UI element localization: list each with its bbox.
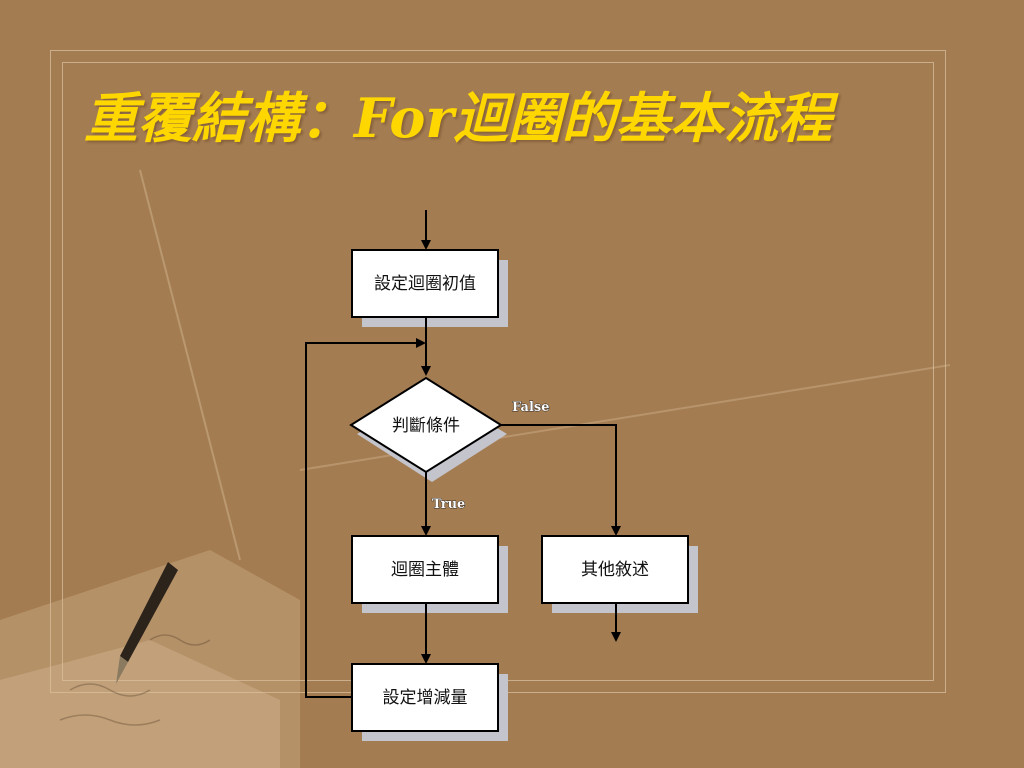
update-node	[351, 663, 499, 732]
init-node-label: 設定迴圈初值	[374, 274, 476, 294]
other-node-label: 其他敘述	[581, 560, 649, 580]
slide-title: 重覆結構：For迴圈的基本流程	[84, 86, 832, 150]
true-edge-label: True	[432, 497, 465, 512]
update-node-label: 設定增減量	[383, 688, 468, 708]
fountain-pen-icon	[116, 562, 178, 684]
body-node-label: 迴圈主體	[391, 560, 459, 580]
loop-back-arrow	[305, 338, 426, 698]
condition-node-label: 判斷條件	[392, 416, 460, 436]
body-node	[351, 535, 499, 604]
condition-node	[349, 376, 503, 474]
other-node	[541, 535, 689, 604]
init-node	[351, 249, 499, 318]
false-edge-label: False	[512, 400, 549, 415]
condition-false-arrow	[500, 424, 621, 536]
